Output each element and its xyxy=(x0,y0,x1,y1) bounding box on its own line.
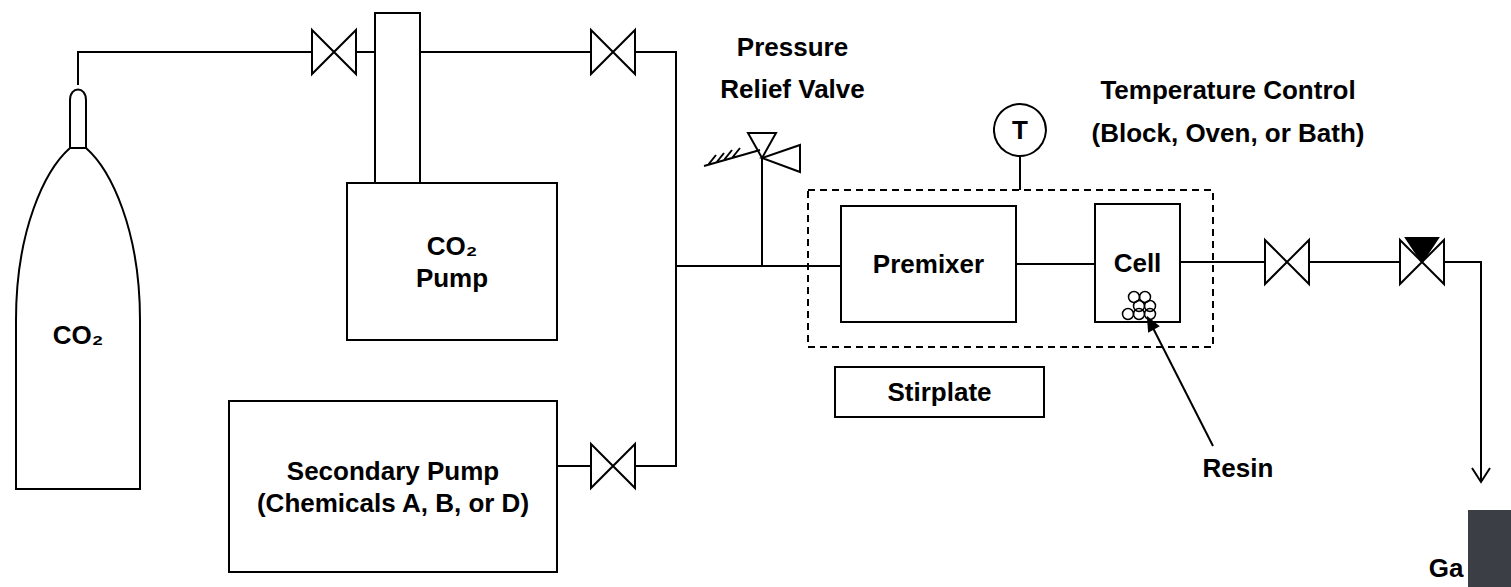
pump-box: CO₂ Pump xyxy=(346,12,558,341)
pump-box: Secondary Pump (Chemicals A, B, or D) xyxy=(228,400,558,573)
valve-actuator xyxy=(1406,238,1438,262)
cropped-panel xyxy=(1468,510,1511,587)
pipe-line xyxy=(558,266,840,466)
cropped-label: Ga xyxy=(1424,553,1468,583)
gas-cylinder-shape xyxy=(16,90,140,490)
node-text: CO₂ xyxy=(15,319,141,351)
node-text: Stirplate xyxy=(887,376,991,408)
outlet-line xyxy=(1181,262,1481,481)
pipe-connector xyxy=(1017,264,1094,265)
node-text: T xyxy=(993,114,1047,146)
arrow-head xyxy=(1148,318,1158,331)
resin-beads xyxy=(1123,292,1156,320)
relief-valve-symbol xyxy=(762,145,800,172)
relief-spring xyxy=(704,148,760,166)
valve-symbol xyxy=(1265,240,1309,284)
node-text: Secondary Pump (Chemicals A, B, or D) xyxy=(238,455,548,519)
cell-box: Cell xyxy=(1094,203,1181,323)
valve-label: Pressure Relief Valve xyxy=(700,26,885,110)
pipe-line xyxy=(1017,263,1094,265)
part-label: Resin xyxy=(1192,452,1284,484)
temperature-enclosure xyxy=(808,190,1213,347)
pump-box-shape xyxy=(347,13,557,340)
valve-symbol xyxy=(591,444,635,488)
gas-cylinder-outline xyxy=(15,85,141,490)
valve-symbol xyxy=(591,30,635,74)
leader-line xyxy=(1019,157,1021,190)
annotation-label: Temperature Control (Block, Oven, or Bat… xyxy=(1058,69,1398,155)
node-text: Cell xyxy=(1114,247,1162,279)
relief-pipe xyxy=(761,158,763,266)
leader-line xyxy=(1153,328,1213,446)
arrow-head xyxy=(1472,468,1490,482)
process-box: Premixer xyxy=(840,205,1017,323)
node-text: CO₂ Pump xyxy=(346,183,558,340)
temperature-sensor: T xyxy=(993,103,1047,157)
pipe-connector xyxy=(558,266,840,466)
node-text: Premixer xyxy=(873,248,984,280)
valve-symbol xyxy=(312,30,356,74)
stirplate-box: Stirplate xyxy=(834,366,1045,418)
gas-cylinder: CO₂ xyxy=(15,85,141,490)
